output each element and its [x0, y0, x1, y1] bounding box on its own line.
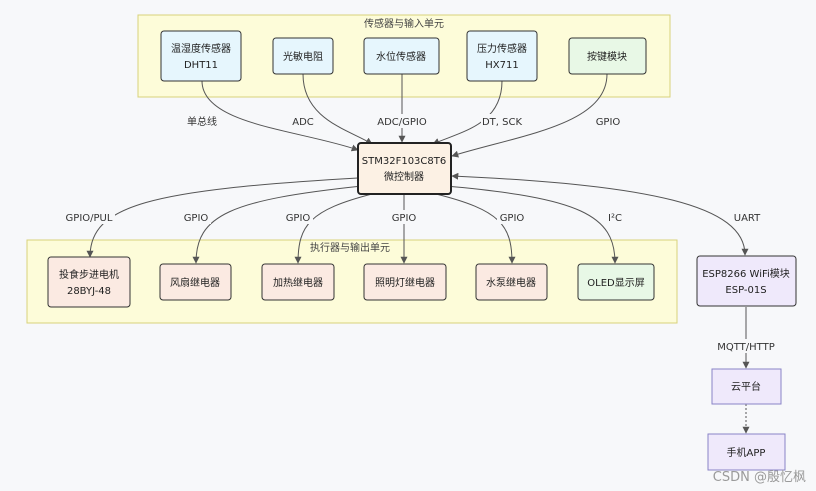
edge-label-esp: UART [734, 213, 761, 224]
actuator-group-title: 执行器与输出单元 [310, 241, 390, 254]
node-mcu [357, 142, 452, 195]
edge-pressure-mcu [432, 80, 503, 145]
node-pressure-line1: 压力传感器 [477, 42, 527, 55]
node-pressure-line2: HX711 [485, 60, 518, 71]
edge-label-heater: GPIO [286, 213, 311, 224]
edge-label-ldr: ADC [292, 117, 314, 128]
edge-label-fan: GPIO [184, 213, 209, 224]
node-esp-line2: ESP-01S [725, 285, 766, 296]
node-oled [577, 263, 655, 301]
node-fan [159, 263, 232, 301]
node-pump [475, 263, 548, 301]
edge-mcu-stepper [86, 177, 359, 258]
edge-label-light: GPIO [392, 213, 417, 224]
node-dht11-line2: DHT11 [184, 60, 218, 71]
node-cloud-line1: 云平台 [731, 380, 761, 393]
node-dht11-line1: 温湿度传感器 [171, 42, 231, 55]
node-pump-line1: 水泵继电器 [486, 276, 536, 289]
node-cloud [711, 368, 782, 405]
node-pressure [466, 30, 538, 82]
edge-label-stepper: GPIO/PUL [66, 213, 113, 224]
edge-ldr-mcu [302, 73, 373, 145]
node-ldr [272, 37, 334, 75]
edge-label-cloud: MQTT/HTTP [717, 342, 775, 353]
edge-label-oled: I²C [608, 213, 622, 224]
node-fan-line1: 风扇继电器 [170, 276, 220, 289]
node-oled-line1: OLED显示屏 [587, 277, 644, 289]
edge-label-pump: GPIO [500, 213, 525, 224]
edge-dht11-mcu [201, 80, 359, 152]
node-heater-line1: 加热继电器 [273, 276, 323, 289]
node-mcu-line2: 微控制器 [384, 170, 424, 183]
node-esp-line1: ESP8266 WiFi模块 [702, 268, 790, 280]
node-stepper [47, 256, 131, 308]
edge-esp-mcu [451, 172, 749, 256]
edge-button-mcu [451, 73, 608, 158]
node-button [568, 37, 647, 75]
node-esp [696, 255, 797, 307]
sensor-group-title: 传感器与输入单元 [364, 17, 444, 30]
node-dht11 [160, 30, 242, 82]
node-app-line1: 手机APP [727, 446, 766, 459]
node-water-line1: 水位传感器 [376, 50, 426, 63]
node-heater [261, 263, 335, 301]
node-button-line1: 按键模块 [587, 50, 627, 63]
edge-label-water: ADC/GPIO [377, 117, 427, 128]
node-water [363, 37, 440, 75]
node-light-line1: 照明灯继电器 [375, 276, 435, 289]
node-app [707, 433, 786, 471]
node-stepper-line2: 28BYJ-48 [67, 286, 111, 297]
node-light [363, 263, 447, 301]
edge-label-dht11: 单总线 [187, 115, 217, 128]
node-ldr-line1: 光敏电阻 [283, 50, 323, 63]
node-stepper-line1: 投食步进电机 [59, 268, 119, 281]
edge-label-button: GPIO [596, 117, 621, 128]
edge-mcu-fan [192, 185, 363, 264]
watermark: CSDN @殷忆枫 [713, 469, 806, 485]
node-mcu-line1: STM32F103C8T6 [362, 156, 446, 167]
edge-label-pressure: DT, SCK [482, 117, 522, 128]
